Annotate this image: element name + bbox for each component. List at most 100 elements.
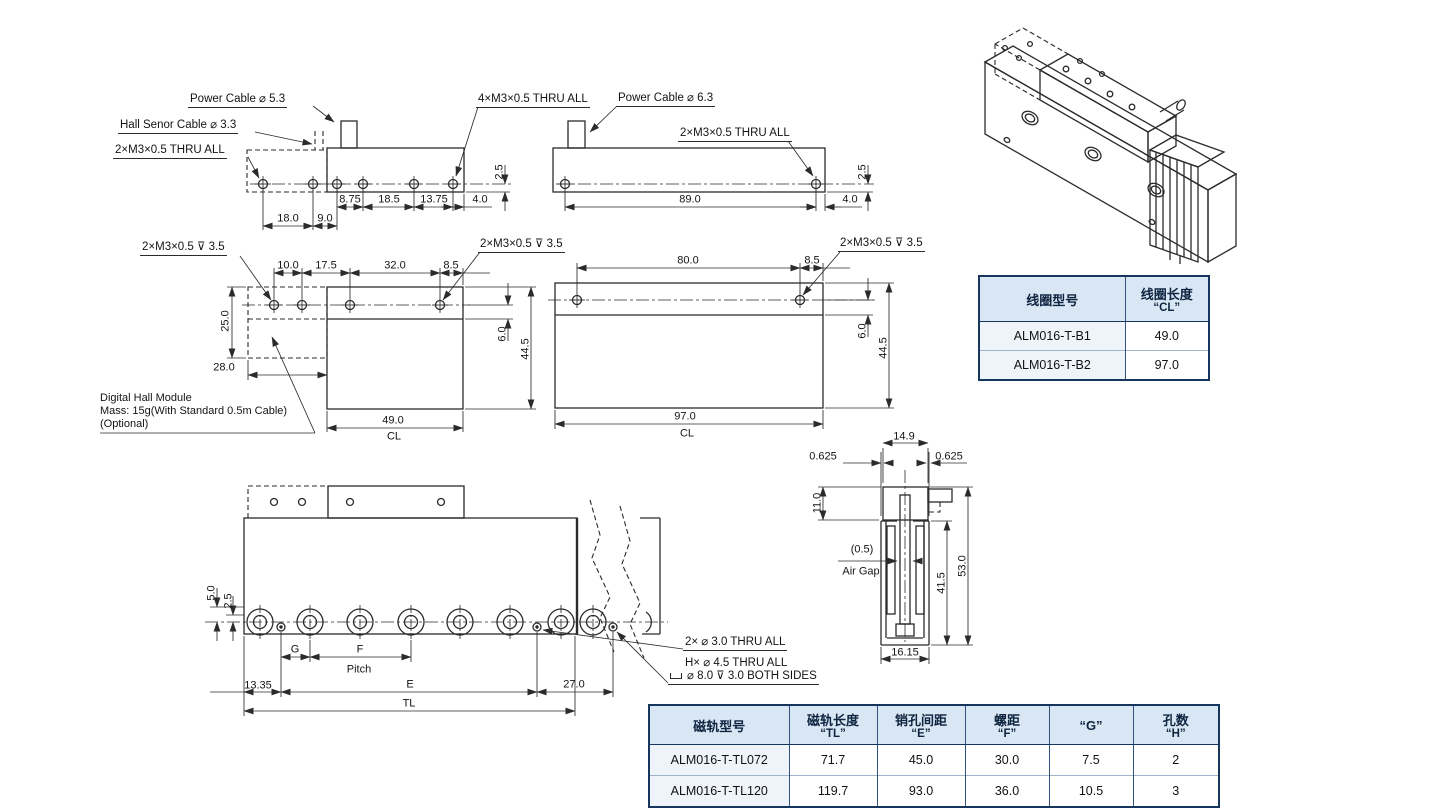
rail-col-model: 磁轨型号 [648,704,790,745]
dim-label: 53.0 [956,555,969,577]
dim-label: F [356,643,364,656]
rail-col-g: “G” [1048,704,1134,745]
callout-power-cable-53: Power Cable ⌀ 5.3 [188,93,288,108]
coil-table: 线圈型号 线圈长度“CL” ALM016-T-B1 49.0 ALM016-T-… [978,275,1210,381]
table-row: ALM016-T-B2 97.0 [978,350,1210,380]
top-view-b2 [548,251,894,429]
dim-label: 2.5 [493,164,506,180]
dim-label: 13.35 [244,679,272,692]
header-title: 螺距 [993,713,1020,728]
coil-table-header: 线圈型号 线圈长度“CL” [978,275,1210,322]
callout-hall-sensor-cable: Hall Senor Cable ⌀ 3.3 [118,119,239,134]
callout-2xm3-tap: 2×M3×0.5 ⊽ 3.5 [478,238,565,253]
dim-label: 18.0 [277,212,299,225]
counterbore-icon [670,673,682,679]
rail-e: 93.0 [876,775,966,807]
callout-4xm3-thru: 4×M3×0.5 THRU ALL [476,93,590,108]
dim-label: 16.15 [891,646,919,659]
dim-label: 18.5 [378,193,400,206]
dim-label: 6.0 [496,326,509,342]
dim-label: 9.0 [317,212,333,225]
dim-label: 5.0 [205,585,218,601]
header-sub: “TL” [820,728,846,740]
dim-label: 4.0 [842,193,858,206]
header-title: 磁轨长度 [806,713,859,728]
rail-col-h: 孔数“H” [1132,704,1220,745]
coil-model: ALM016-T-B2 [978,350,1126,380]
header-title: 线圈长度 [1140,287,1193,302]
dim-label: 11.0 [811,492,824,514]
dim-label: 25.0 [219,310,232,332]
callout-pin-holes: 2× ⌀ 3.0 THRU ALL [683,636,788,651]
table-row: ALM016-T-TL120 119.7 93.0 36.0 10.5 3 [648,775,1220,807]
dim-label: 44.5 [877,337,890,359]
coil-col-model: 线圈型号 [978,275,1126,322]
side-view-b1 [246,105,512,230]
coil-length: 97.0 [1124,350,1210,380]
callout-power-cable-63: Power Cable ⌀ 6.3 [616,92,716,107]
dim-label: 28.0 [213,361,235,374]
header-sub: “CL” [1153,302,1181,314]
dim-label: TL [402,697,416,710]
air-gap-label: Air Gap [842,565,880,578]
dim-label: CL [679,427,695,440]
rail-col-e: 销孔间距“E” [876,704,966,745]
pitch-label: Pitch [346,663,372,676]
dim-label: 49.0 [382,414,404,427]
dim-label: 89.0 [679,193,701,206]
table-row: ALM016-T-B1 49.0 [978,321,1210,351]
dim-label: 80.0 [677,254,699,267]
hall-module-note-line3: (Optional) [100,418,149,430]
rail-table-header: 磁轨型号 磁轨长度“TL” 销孔间距“E” 螺距“F” “G” 孔数“H” [648,704,1220,745]
callout-2xm3-thru: 2×M3×0.5 THRU ALL [678,127,792,142]
dim-label: 17.5 [315,259,337,272]
dim-label: 2.5 [856,164,869,180]
counterbore-text: ⌀ 8.0 ⊽ 3.0 BOTH SIDES [687,670,817,682]
dim-label: 97.0 [674,410,696,423]
header-sub: “F” [997,728,1017,740]
header-sub: “E” [911,728,931,740]
dim-label: 14.9 [893,430,915,443]
dim-label: 8.5 [443,259,459,272]
isometric-view [983,27,1238,264]
rail-tl: 71.7 [788,744,878,776]
coil-col-length: 线圈长度“CL” [1124,275,1210,322]
dim-label: 10.0 [277,259,299,272]
header-title: 孔数 [1162,713,1189,728]
callout-counterbore: ⌀ 8.0 ⊽ 3.0 BOTH SIDES [668,670,819,685]
rail-model: ALM016-T-TL072 [648,744,790,776]
rail-g: 10.5 [1048,775,1134,807]
rail-g: 7.5 [1048,744,1134,776]
cross-section-view [818,439,973,664]
hall-module-note-line1: Digital Hall Module [100,392,192,404]
dim-label: 27.0 [563,678,585,691]
callout-2xm3-thru: 2×M3×0.5 THRU ALL [113,144,227,159]
dim-label: 8.75 [339,193,361,206]
rail-spec-table: 磁轨型号 磁轨长度“TL” 销孔间距“E” 螺距“F” “G” 孔数“H” AL… [648,704,1220,808]
dim-label: 32.0 [384,259,406,272]
rail-tl: 119.7 [788,775,878,807]
dim-label: 8.5 [804,254,820,267]
rail-f: 30.0 [964,744,1050,776]
table-row: ALM016-T-TL072 71.7 45.0 30.0 7.5 2 [648,744,1220,776]
dim-label: 0.625 [935,450,963,463]
dim-label: 41.5 [935,572,948,594]
rail-col-f: 螺距“F” [964,704,1050,745]
rail-e: 45.0 [876,744,966,776]
side-view-b2 [552,105,874,211]
dim-label: 6.0 [856,323,869,339]
dim-label: 13.75 [420,193,448,206]
rail-f: 36.0 [964,775,1050,807]
header-title: 销孔间距 [894,713,947,728]
dim-label: 2.5 [222,593,235,609]
callout-2xm3-tap: 2×M3×0.5 ⊽ 3.5 [140,241,227,256]
dim-label: 0.625 [809,450,837,463]
dim-label: 4.0 [472,193,488,206]
rail-h: 2 [1132,744,1220,776]
rail-model: ALM016-T-TL120 [648,775,790,807]
callout-mount-holes: H× ⌀ 4.5 THRU ALL [685,657,788,669]
rail-col-tl: 磁轨长度“TL” [788,704,878,745]
coil-length: 49.0 [1124,321,1210,351]
